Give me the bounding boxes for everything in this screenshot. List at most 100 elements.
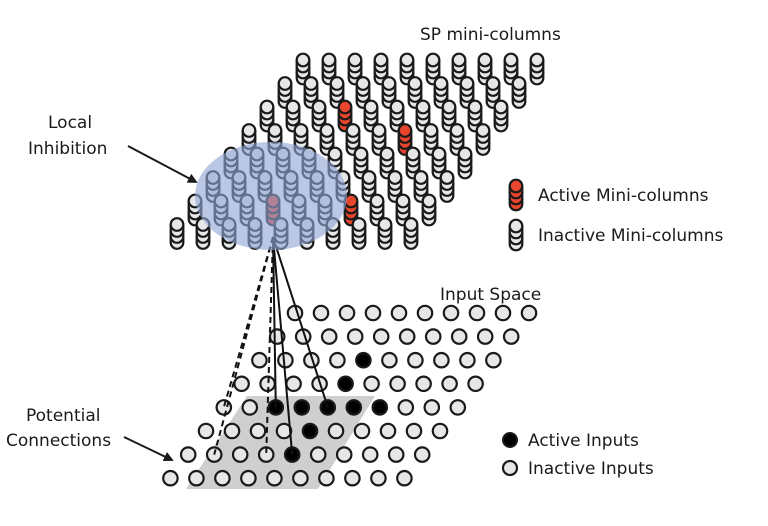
inactive-input — [338, 304, 356, 322]
inactive-input — [214, 469, 231, 487]
inactive-input — [520, 304, 538, 322]
local-inhibition-label-line2: Inhibition — [28, 139, 107, 159]
inactive-input — [416, 304, 434, 322]
inactive-input — [363, 375, 380, 393]
inactive-mini-column — [459, 76, 475, 109]
legend-active-inputs: Active Inputs — [502, 431, 639, 451]
legend-active-column-shape — [508, 178, 524, 212]
inactive-mini-column — [351, 217, 367, 250]
inactive-input — [467, 375, 484, 393]
inactive-mini-column — [319, 123, 335, 156]
inactive-mini-column — [405, 146, 421, 180]
input-space-title: Input Space — [440, 285, 541, 305]
inactive-input — [387, 446, 405, 463]
active-mini-column-icon — [508, 178, 524, 212]
connection-lines — [213, 236, 329, 455]
inactive-input — [441, 375, 458, 393]
inactive-mini-column — [457, 146, 473, 180]
legend-inactive-mini-columns-label: Inactive Mini-columns — [538, 226, 723, 246]
inactive-input — [407, 351, 424, 369]
active-input — [337, 375, 354, 393]
legend-inactive-mini-columns: Inactive Mini-columns — [508, 218, 723, 252]
inactive-input — [251, 351, 268, 369]
legend-active-inputs-label: Active Inputs — [528, 431, 639, 451]
legend-active-mini-columns: Active Mini-columns — [508, 178, 709, 212]
inactive-mini-column — [195, 217, 211, 250]
inactive-mini-column-icon — [508, 218, 524, 252]
inactive-mini-column — [379, 146, 395, 180]
inactive-input — [364, 304, 382, 322]
inactive-mini-column — [475, 123, 491, 156]
input-space-grid — [162, 304, 538, 487]
inactive-input — [318, 469, 335, 487]
potential-connections-arrow — [123, 436, 174, 462]
active-input-icon — [502, 432, 518, 448]
inactive-input — [433, 351, 450, 369]
inactive-mini-column — [477, 52, 493, 86]
inactive-input — [397, 399, 415, 416]
inactive-input — [312, 304, 330, 322]
mini-column-grid — [169, 52, 545, 250]
inactive-input — [390, 304, 408, 322]
inactive-input — [405, 422, 423, 440]
inactive-input — [459, 351, 476, 369]
inactive-input — [344, 469, 361, 487]
inactive-mini-column — [345, 123, 361, 156]
inactive-input — [485, 351, 502, 369]
inactive-input — [396, 469, 413, 487]
inactive-mini-column — [433, 76, 449, 109]
inactive-input — [476, 328, 494, 345]
inactive-input — [285, 375, 302, 393]
potential-connections-label-line1: Potential — [26, 406, 100, 426]
inactive-mini-column — [511, 76, 527, 109]
active-mini-column — [337, 99, 353, 133]
active-input — [345, 399, 363, 416]
inactive-mini-column — [381, 76, 397, 109]
inactive-mini-column — [325, 217, 341, 250]
inactive-input — [450, 328, 468, 345]
inactive-mini-column — [347, 52, 363, 86]
inactive-mini-column — [321, 52, 337, 86]
inactive-input — [320, 328, 338, 345]
inactive-input — [353, 422, 371, 440]
local-inhibition-area — [195, 142, 347, 250]
inactive-input — [292, 469, 309, 487]
inactive-input — [424, 328, 442, 345]
inactive-input — [197, 422, 215, 440]
legend-inactive-inputs: Inactive Inputs — [501, 459, 654, 479]
legend-active-mini-columns-label: Active Mini-columns — [538, 186, 709, 206]
inactive-input — [335, 446, 353, 463]
active-mini-column — [343, 193, 359, 227]
inactive-mini-column — [373, 52, 389, 86]
inactive-mini-column — [423, 123, 439, 156]
inactive-mini-column — [259, 99, 275, 133]
mini-columns-title: SP mini-columns — [420, 25, 561, 45]
inactive-input — [223, 422, 241, 440]
connected-synapse-line — [272, 236, 329, 408]
inactive-input — [381, 351, 398, 369]
active-input — [371, 399, 389, 416]
inactive-mini-column — [407, 76, 423, 109]
inactive-input — [179, 446, 197, 463]
inactive-input — [442, 304, 460, 322]
legend-inactive-inputs-label: Inactive Inputs — [528, 459, 654, 479]
inactive-mini-column — [439, 170, 455, 203]
inactive-input — [413, 446, 431, 463]
inactive-input — [303, 351, 320, 369]
inactive-input — [372, 328, 390, 345]
inactive-input — [398, 328, 416, 345]
inactive-mini-column — [303, 76, 319, 109]
local-inhibition-label-line1: Local — [48, 113, 92, 133]
active-input — [301, 422, 319, 440]
inactive-input — [240, 469, 257, 487]
inactive-input — [327, 422, 345, 440]
inactive-input — [329, 351, 346, 369]
inactive-mini-column — [389, 99, 405, 133]
inactive-mini-column — [369, 193, 385, 227]
inactive-input — [233, 375, 250, 393]
inactive-mini-column — [277, 76, 293, 109]
inactive-input-icon — [501, 459, 519, 477]
active-input — [355, 351, 372, 369]
inactive-mini-column — [449, 123, 465, 156]
